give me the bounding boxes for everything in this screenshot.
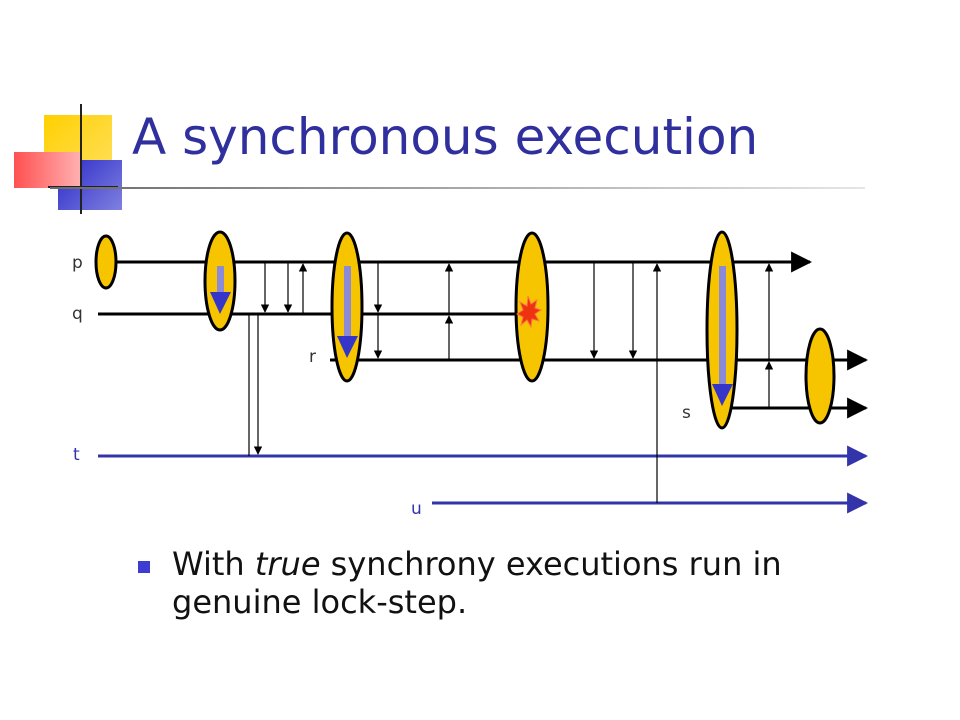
round-ellipse <box>804 327 836 425</box>
delivery-arrow <box>210 266 231 314</box>
label-s: s <box>682 403 691 423</box>
crash-burst-icon <box>516 295 543 329</box>
delivery-arrow-head <box>210 292 231 314</box>
delivery-arrow-shaft <box>217 266 224 300</box>
label-t: t <box>73 445 80 465</box>
bullet-text-after: synchrony executions run in genuine lock… <box>172 545 782 621</box>
bullet-item: With true synchrony executions run in ge… <box>172 545 898 621</box>
deco-red-square <box>14 152 80 188</box>
delivery-arrow <box>337 266 358 358</box>
bullet-marker <box>138 561 150 573</box>
message-arrows <box>248 262 774 503</box>
delivery-arrow-shaft <box>344 266 351 342</box>
delivery-arrow-head <box>712 384 733 406</box>
round-ellipse <box>94 234 118 290</box>
delivery-arrow <box>712 266 733 406</box>
label-p: p <box>72 253 83 273</box>
slide-title: A synchronous execution <box>132 108 759 166</box>
delivery-arrow-head <box>337 336 358 358</box>
label-u: u <box>411 499 422 519</box>
bullet-list: With true synchrony executions run in ge… <box>138 545 898 621</box>
title-divider <box>50 187 865 189</box>
delivery-arrow-shaft <box>719 266 726 390</box>
bullet-text-before: With <box>172 545 255 583</box>
bullet-text-emphasis: true <box>254 545 321 583</box>
label-q: q <box>72 304 83 324</box>
label-r: r <box>309 347 316 367</box>
deco-vertical-rule <box>80 104 82 214</box>
